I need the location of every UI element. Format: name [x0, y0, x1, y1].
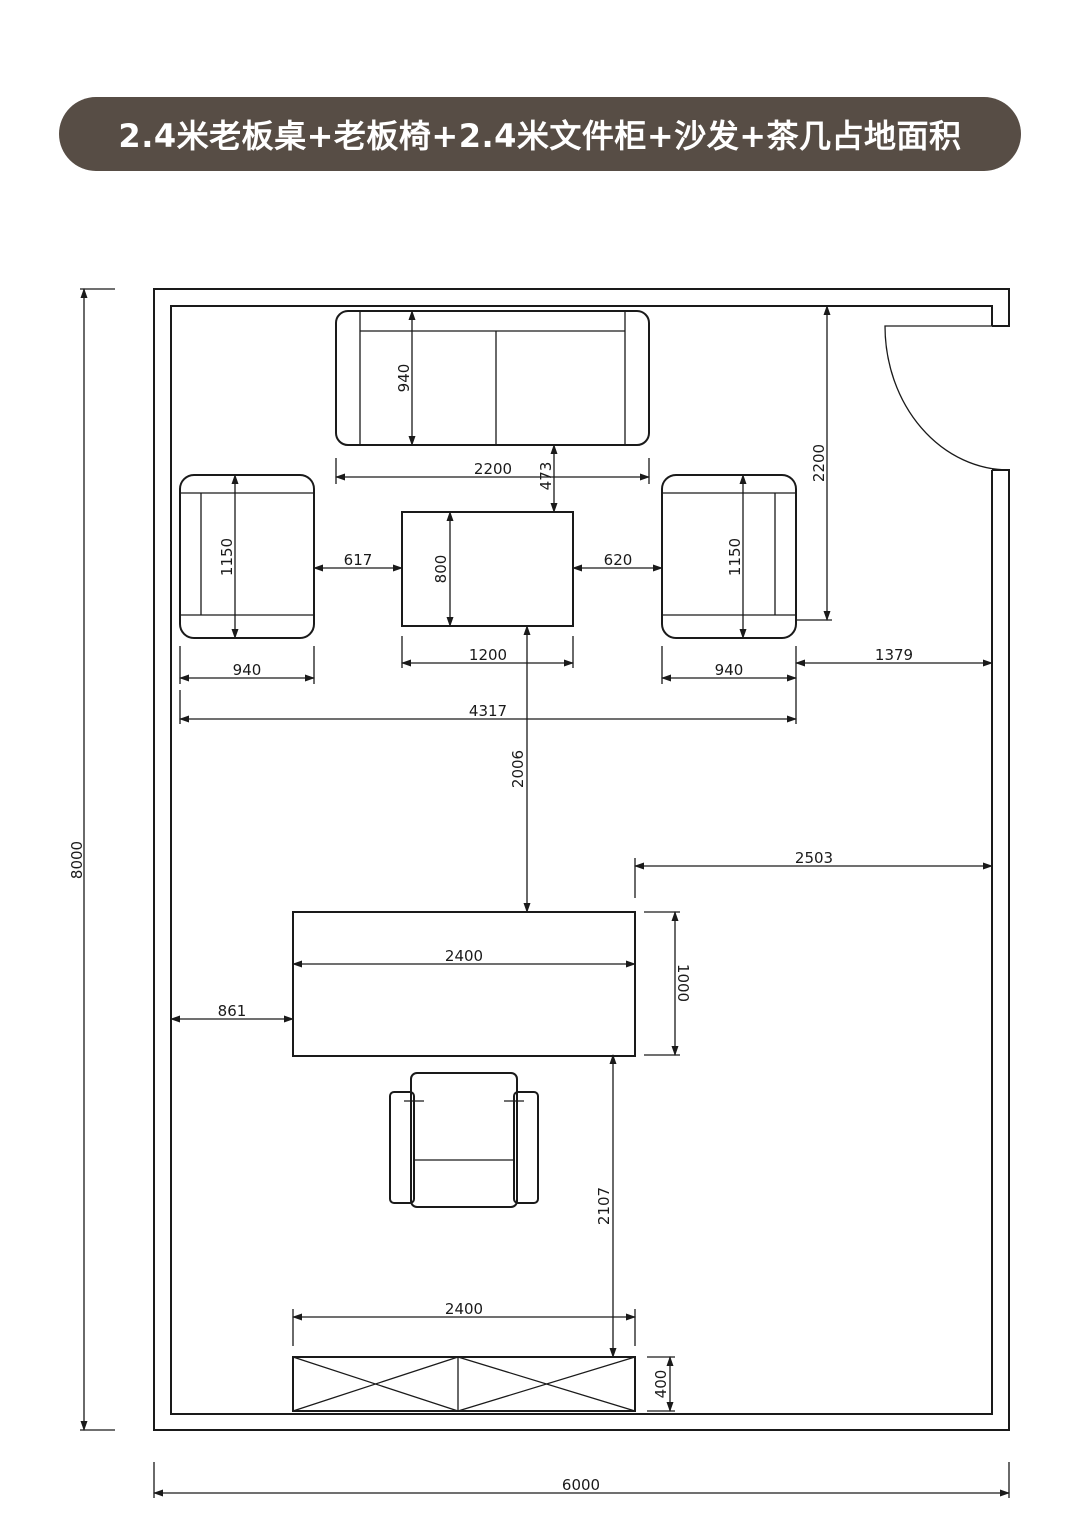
armchair-right	[661, 474, 797, 639]
interior-dimensions	[170, 305, 993, 1412]
dim-chair-to-wall: 1379	[875, 646, 913, 664]
file-cabinet	[292, 1356, 636, 1412]
dim-desk-to-cabinet: 2107	[595, 1187, 613, 1225]
office-chair	[389, 1072, 539, 1208]
dim-wall-to-chair: 2200	[810, 444, 828, 482]
dimension-labels: 8000 6000 940 2200 473 2200 1150 617 800…	[68, 364, 913, 1494]
armchair-left	[179, 474, 315, 639]
dim-room-width: 6000	[562, 1476, 600, 1494]
title-banner: 2.4米老板桌+老板椅+2.4米文件柜+沙发+茶几占地面积	[59, 97, 1021, 171]
dim-armchair-left-depth: 1150	[218, 538, 236, 576]
desk	[292, 911, 636, 1057]
dim-desk-to-wall: 2503	[795, 849, 833, 867]
sofa	[335, 310, 650, 446]
dim-armchair-right-depth: 1150	[726, 538, 744, 576]
overall-dimensions	[80, 288, 1010, 1498]
page-title: 2.4米老板桌+老板椅+2.4米文件柜+沙发+茶几占地面积	[118, 117, 962, 155]
dim-sofa-depth: 940	[395, 364, 413, 393]
dim-seating-total-width: 4317	[469, 702, 507, 720]
dim-sofa-width: 2200	[474, 460, 512, 478]
dim-coffee-table-width: 1200	[469, 646, 507, 664]
dim-armchair-right-gap: 620	[604, 551, 633, 569]
dim-armchair-left-gap: 617	[344, 551, 373, 569]
dim-desk-depth: 1000	[674, 964, 692, 1002]
dim-wall-to-desk: 861	[218, 1002, 247, 1020]
dim-coffee-table-depth: 800	[432, 555, 450, 584]
dim-table-to-desk: 2006	[509, 750, 527, 788]
dim-armchair-left-width: 940	[233, 661, 262, 679]
coffee-table	[401, 511, 574, 627]
dim-room-height: 8000	[68, 841, 86, 879]
dim-cabinet-width: 2400	[445, 1300, 483, 1318]
dim-cabinet-depth: 400	[652, 1370, 670, 1399]
dim-sofa-to-table: 473	[537, 462, 555, 491]
door	[884, 325, 1010, 471]
dim-armchair-right-width: 940	[715, 661, 744, 679]
room-walls	[153, 288, 1010, 1431]
dim-desk-width: 2400	[445, 947, 483, 965]
